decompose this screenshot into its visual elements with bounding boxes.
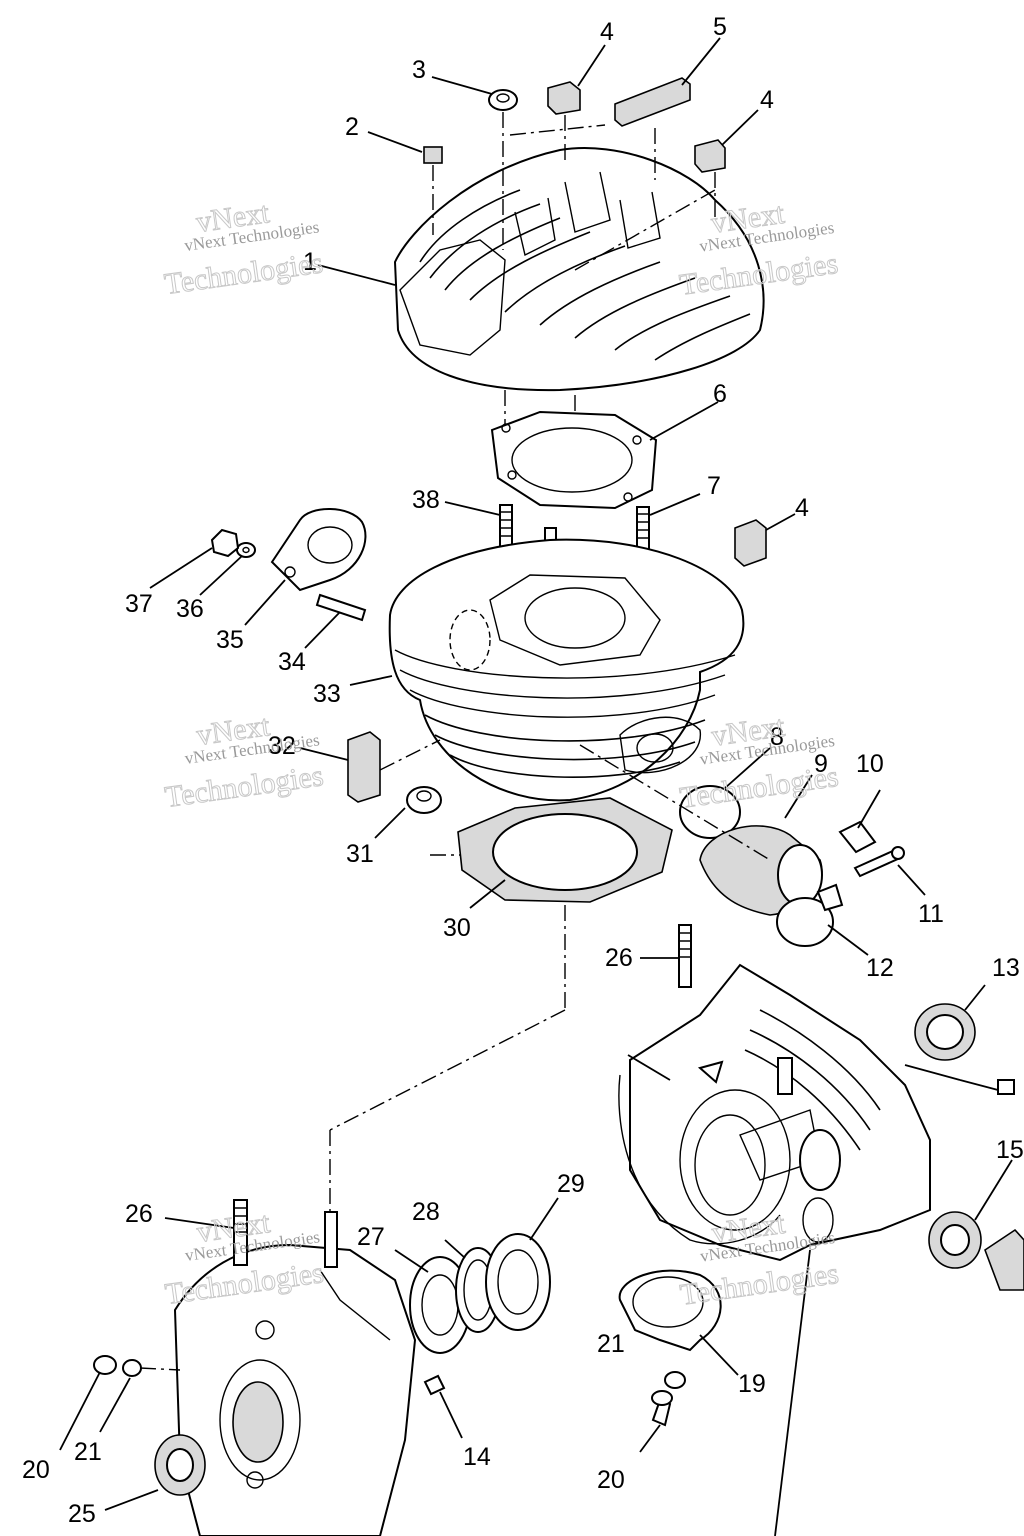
bolt-20-left [93, 1355, 117, 1375]
clamp-12 [776, 883, 844, 947]
nut-31 [406, 786, 442, 814]
callout-10: 10 [856, 750, 884, 778]
callout-26-left: 26 [125, 1200, 153, 1228]
screw-10 [838, 820, 877, 854]
gasket-19 [618, 1269, 722, 1352]
pin-14 [423, 1374, 446, 1396]
callout-30: 30 [443, 914, 471, 942]
callout-21-left: 21 [74, 1438, 102, 1466]
washer-21-right [664, 1371, 686, 1389]
callout-34: 34 [278, 648, 306, 676]
right-edge-parts [984, 1079, 1024, 1291]
callout-28: 28 [412, 1198, 440, 1226]
callout-19: 19 [738, 1370, 766, 1398]
callout-4-right: 4 [760, 86, 774, 114]
callout-29: 29 [557, 1170, 585, 1198]
callout-9: 9 [814, 750, 828, 778]
screw-11 [853, 846, 905, 878]
exhaust-flange [270, 508, 367, 592]
callout-7: 7 [707, 472, 721, 500]
oil-seal-13 [914, 1003, 976, 1061]
head-gasket [490, 410, 658, 510]
stud-26-left [233, 1199, 248, 1266]
callout-8: 8 [770, 723, 784, 751]
watermark-top-left: vNext vNext Technologies Technologies [162, 196, 326, 302]
callout-2: 2 [345, 113, 359, 141]
stud-34 [315, 593, 367, 622]
nut-37 [210, 528, 240, 558]
o-ring-8 [679, 785, 741, 839]
callout-36: 36 [176, 595, 204, 623]
callout-5: 5 [713, 13, 727, 41]
callout-14: 14 [463, 1443, 491, 1471]
callout-6: 6 [713, 380, 727, 408]
crankcase-right [618, 963, 931, 1262]
watermark-mid-left: vNext vNext Technologies Technologies [162, 709, 326, 815]
base-gasket [457, 797, 673, 903]
washer-36 [236, 542, 256, 558]
callout-4-cylinder: 4 [795, 494, 809, 522]
callout-32: 32 [268, 732, 296, 760]
callout-35: 35 [216, 626, 244, 654]
callout-37: 37 [125, 590, 153, 618]
callout-3: 3 [412, 56, 426, 84]
leader-lines [59, 37, 1013, 1536]
callout-21-right: 21 [597, 1330, 625, 1358]
callout-labels: 1 2 3 4 5 4 6 7 38 4 37 36 35 34 33 32 3… [22, 13, 1024, 1528]
cylinder-head [393, 147, 765, 392]
part-3-nut [488, 89, 518, 111]
callout-31: 31 [346, 840, 374, 868]
part-4-block-cylinder [734, 519, 767, 567]
part-5-strip [614, 77, 691, 127]
oil-seal-25 [154, 1434, 206, 1496]
crankcase-left [173, 1211, 417, 1536]
washer-21-left [122, 1359, 142, 1377]
intake-manifold-9 [699, 825, 823, 916]
callout-11: 11 [918, 900, 944, 928]
callout-13: 13 [992, 954, 1020, 982]
part-32-block [347, 731, 381, 803]
callout-33: 33 [313, 680, 341, 708]
callout-25: 25 [68, 1500, 96, 1528]
callout-20-left: 20 [22, 1456, 50, 1484]
oil-seal-15 [928, 1211, 982, 1269]
part-4-block-top [547, 81, 581, 115]
callout-20-right: 20 [597, 1466, 625, 1494]
callout-15: 15 [996, 1136, 1024, 1164]
callout-27: 27 [357, 1223, 385, 1251]
part-4-block-right [694, 139, 726, 173]
callout-1: 1 [303, 248, 317, 276]
callout-12: 12 [866, 954, 894, 982]
part-2-block [423, 146, 443, 164]
cylinder [388, 538, 745, 802]
callout-4-top: 4 [600, 18, 614, 46]
bolt-20-right [651, 1390, 673, 1427]
bearing-29 [485, 1233, 551, 1331]
callout-26-right: 26 [605, 944, 633, 972]
stud-26-right [678, 924, 692, 988]
callout-38: 38 [412, 486, 440, 514]
